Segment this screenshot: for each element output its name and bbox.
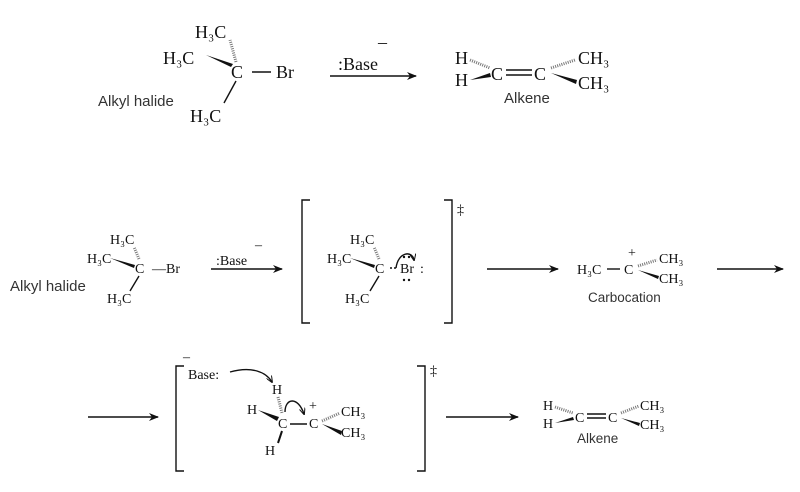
curved-arrow (229, 368, 272, 382)
mechanism-step-2: ‡ – Base: H H C C + CH₃ CH₃ H H H C (88, 350, 664, 472)
methyl: H₃C (577, 263, 601, 278)
carbon: C (608, 411, 617, 426)
double-dagger: ‡ (430, 364, 437, 379)
methyl-top: H₃C (195, 22, 226, 42)
methyl: CH₃ (659, 272, 683, 287)
central-carbon: C (135, 262, 144, 277)
hashed-bond (321, 411, 341, 423)
overall-reaction: H₃C H₃C C Br H₃C Alkyl halide :Base – H … (98, 22, 609, 126)
base-label: :Base (216, 254, 247, 269)
methyl: CH₃ (640, 418, 664, 433)
right-bracket (417, 365, 426, 472)
electron-dot (407, 255, 411, 259)
base-label: Base: (188, 368, 219, 383)
methyl: CH₃ (341, 405, 365, 420)
alkyl-halide-label: Alkyl halide (10, 278, 86, 295)
methyl-left: H₃C (87, 252, 111, 267)
methyl-top: H₃C (110, 233, 134, 248)
methyl-bottom: H₃C (107, 292, 131, 307)
hydrogen: H (543, 417, 553, 432)
wedge-bond (350, 258, 375, 268)
bromine: Br (276, 62, 294, 82)
bond (277, 430, 283, 444)
mechanism-step-1: Alkyl halide H₃C H₃C C —Br H₃C :Base – ‡… (10, 199, 784, 324)
hydrogen: H (455, 48, 468, 68)
carbocation: H₃C C + CH₃ CH₃ Carbocation (577, 246, 683, 305)
plus-charge: + (628, 246, 636, 261)
alkyl-halide-label: Alkyl halide (98, 93, 174, 110)
electron-dot (402, 278, 406, 282)
alkene-label: Alkene (577, 431, 618, 446)
wedge-bond (110, 258, 135, 268)
double-dagger: ‡ (457, 203, 464, 218)
carbon: C (278, 417, 287, 432)
hashed-bond (620, 404, 640, 415)
wedge-bond (621, 418, 640, 426)
hashed-bond (550, 58, 576, 70)
methyl-left: H₃C (327, 252, 351, 267)
methyl: CH₃ (578, 73, 609, 93)
hashed-bond (228, 39, 238, 63)
lone-pair: : (420, 262, 424, 277)
methyl-bottom: H₃C (190, 106, 221, 126)
base-label: :Base (338, 54, 378, 74)
plus-charge: + (309, 399, 317, 414)
alkyl-halide-top: H₃C H₃C C Br H₃C Alkyl halide (98, 22, 294, 126)
carbocation-label: Carbocation (588, 290, 661, 305)
transition-state-1: ‡ H₃C H₃C C Br : H₃C (301, 199, 464, 324)
minus-charge: – (377, 32, 388, 52)
curved-arrow (395, 253, 414, 269)
bond (129, 275, 140, 292)
methyl: CH₃ (659, 252, 683, 267)
hydrogen: H (265, 444, 275, 459)
methyl-top: H₃C (350, 233, 374, 248)
central-carbon: C (231, 62, 243, 82)
hashed-bond (637, 258, 658, 268)
alkene-label: Alkene (504, 90, 550, 107)
methyl: CH₃ (578, 48, 609, 68)
methyl-bottom: H₃C (345, 292, 369, 307)
wedge-bond (258, 410, 279, 421)
hydrogen: H (247, 403, 257, 418)
hashed-bond (469, 58, 491, 70)
hydrogen: H (543, 399, 553, 414)
carbon: C (624, 263, 633, 278)
carbon: C (575, 411, 584, 426)
transition-state-2: ‡ – Base: H H C C + CH₃ CH₃ H (175, 350, 437, 472)
minus-charge: – (254, 238, 263, 253)
wedge-bond (322, 424, 342, 435)
methyl: CH₃ (341, 426, 365, 441)
alkene-top: H H C C CH₃ CH₃ Alkene (455, 48, 609, 107)
left-bracket (175, 365, 184, 472)
methyl: CH₃ (640, 399, 664, 414)
bond (223, 80, 237, 104)
left-bracket (301, 199, 310, 324)
electron-dot (402, 255, 406, 259)
hashed-bond (372, 246, 381, 260)
electron-dot (407, 278, 411, 282)
carbon: C (491, 64, 503, 84)
methyl-left: H₃C (163, 48, 194, 68)
hydrogen: H (455, 70, 468, 90)
wedge-bond (638, 270, 659, 279)
central-carbon: C (375, 262, 384, 277)
carbon: C (309, 417, 318, 432)
curved-arrow (284, 400, 304, 414)
hashed-bond (276, 396, 284, 414)
hydrogen: H (272, 383, 282, 398)
minus-charge: – (182, 350, 191, 365)
c-br-bond-bromine: —Br (151, 262, 180, 277)
bromine: Br (400, 262, 414, 277)
carbon: C (534, 64, 546, 84)
wedge-bond (206, 55, 233, 67)
bond (369, 275, 380, 292)
wedge-bond (555, 417, 574, 423)
hashed-bond (554, 405, 574, 415)
wedge-bond (470, 73, 491, 80)
alkene-product: H H C C CH₃ CH₃ Alkene (543, 399, 664, 446)
right-bracket (444, 199, 453, 324)
wedge-bond (551, 73, 577, 84)
hashed-bond (132, 246, 141, 260)
